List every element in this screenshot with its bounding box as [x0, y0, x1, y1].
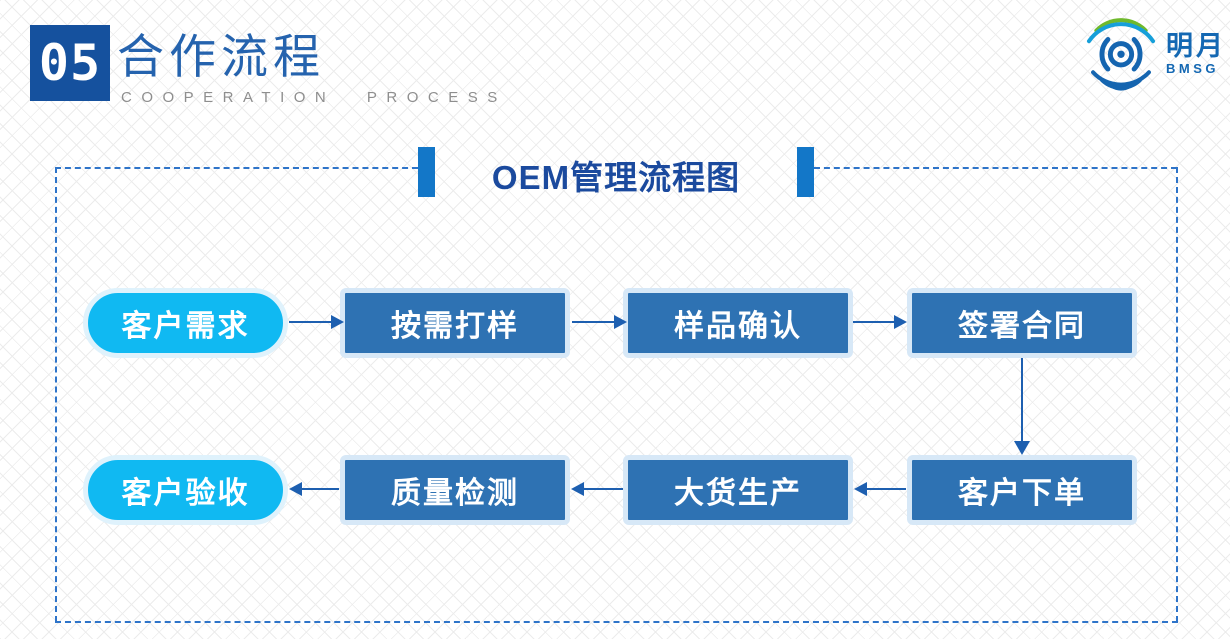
frame-top-left: [55, 167, 418, 169]
arrow-sampling-to-confirmation: [572, 315, 627, 329]
logo-company-abbr: BMSG: [1166, 60, 1219, 76]
step-customer-order: 客户下单: [907, 455, 1137, 525]
arrow-contract-to-order: [1014, 358, 1030, 455]
step-quality-inspection: 质量检测: [340, 455, 570, 525]
arrow-confirmation-to-contract: [853, 315, 907, 329]
section-number-box: 05: [30, 25, 110, 101]
frame-right: [1176, 167, 1178, 622]
arrow-production-to-inspection: [571, 482, 623, 496]
step-bulk-production: 大货生产: [623, 455, 853, 525]
globe-eye-logo-icon: [1080, 10, 1162, 97]
step-sampling-on-demand: 按需打样: [340, 288, 570, 358]
frame-top-right: [814, 167, 1177, 169]
frame-bottom: [55, 621, 1178, 623]
title-accent-bar-right: [797, 147, 814, 197]
arrow-inspection-to-acceptance: [289, 482, 339, 496]
logo-text: 明月 BMSG: [1166, 30, 1226, 76]
step-customer-acceptance: 客户验收: [83, 455, 288, 525]
logo-company-name: 明月: [1166, 30, 1226, 61]
step-customer-demand: 客户需求: [83, 288, 288, 358]
frame-left: [55, 167, 57, 622]
arrow-order-to-production: [854, 482, 906, 496]
company-logo: 明月 BMSG: [1080, 10, 1226, 97]
title-accent-bar-left: [418, 147, 435, 197]
page-subtitle: COOPERATION PROCESS: [121, 89, 507, 106]
step-contract-signing: 签署合同: [907, 288, 1137, 358]
section-number: 05: [38, 34, 102, 92]
diagram-title: OEM管理流程图: [491, 159, 741, 196]
step-sample-confirmation: 样品确认: [623, 288, 853, 358]
page-title: 合作流程: [117, 30, 325, 85]
arrow-demand-to-sampling: [289, 315, 344, 329]
